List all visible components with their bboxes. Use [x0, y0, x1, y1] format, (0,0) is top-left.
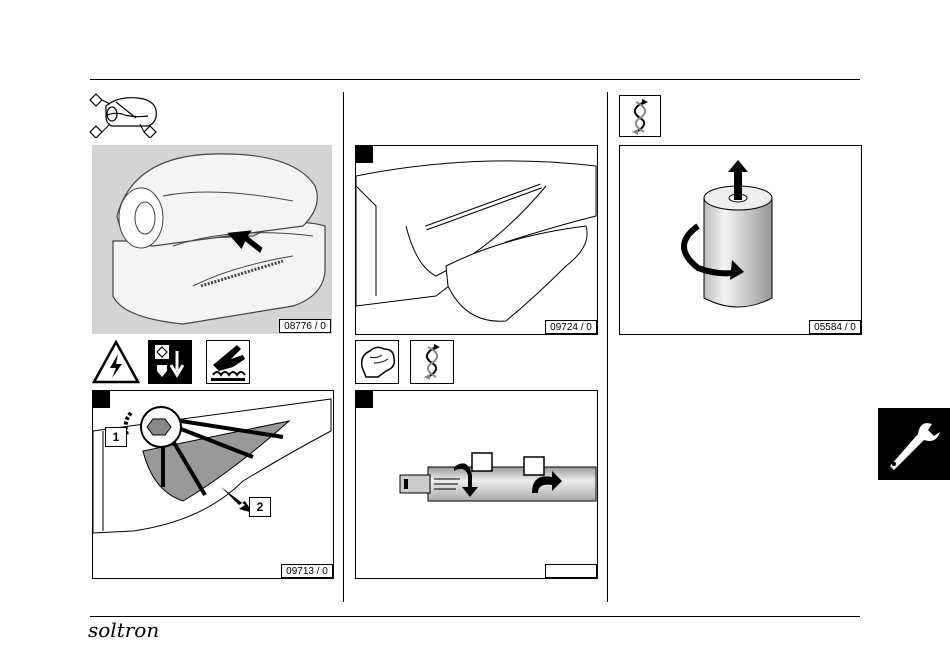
high-voltage-warning-icon: [92, 340, 140, 384]
figure-panel-screws: 1 2 09713 / 0: [92, 390, 334, 579]
figure-side-panel-removed: 09724 / 0: [355, 145, 598, 335]
svg-text:soltron: soltron: [88, 618, 159, 642]
figure-code: 09724 / 0: [545, 320, 597, 334]
figure-code: 09713 / 0: [281, 564, 333, 578]
figure-code: 05584 / 0: [809, 320, 861, 334]
figure-uv-tube: [355, 390, 598, 579]
maintenance-tab: [878, 408, 950, 480]
bottom-rule: [90, 616, 860, 617]
wrench-icon: [878, 408, 950, 480]
step-badge: [356, 391, 373, 408]
figure-code: 08776 / 0: [279, 319, 331, 333]
figure-solarium-photo: 08776 / 0: [92, 145, 332, 334]
column-divider-2: [607, 92, 608, 602]
replace-part-icon: [619, 95, 661, 137]
hot-surface-warning-icon: [206, 340, 250, 384]
top-rule: [90, 79, 860, 80]
callout-1: 1: [105, 427, 127, 447]
column-divider-1: [343, 92, 344, 602]
wear-gloves-icon: [355, 340, 399, 384]
step-badge: [356, 146, 373, 163]
brand-logo: soltron: [88, 618, 168, 649]
disconnect-power-icon: [148, 340, 192, 384]
device-overview-icon: [88, 92, 168, 138]
step-badge: [93, 391, 110, 408]
replace-part-icon: [410, 340, 454, 384]
callout-2: 2: [249, 497, 271, 517]
figure-code: [545, 564, 597, 578]
figure-filter-cartridge: 05584 / 0: [619, 145, 862, 335]
